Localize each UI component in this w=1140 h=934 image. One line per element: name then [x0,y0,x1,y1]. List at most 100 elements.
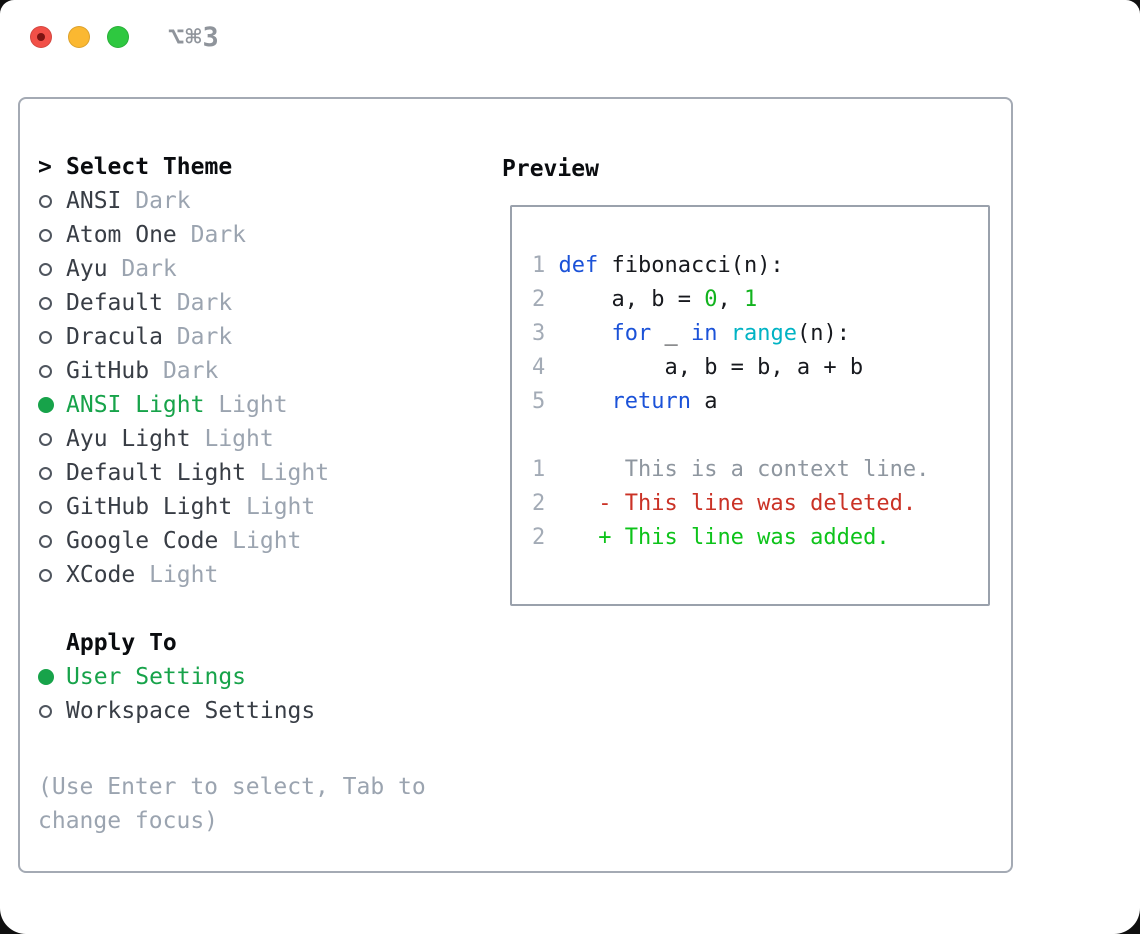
radio-icon [39,534,52,548]
select-theme-header: > Select Theme [38,150,467,184]
radio-marker [38,500,66,514]
radio-selected-icon [38,397,54,413]
theme-option[interactable]: GitHub Dark [38,354,467,388]
radio-marker [38,432,66,446]
close-button[interactable] [30,26,52,48]
theme-tag: Dark [190,222,247,248]
radio-icon [39,262,52,276]
token-del: - This line was deleted. [598,491,917,516]
token-plain [545,321,611,346]
radio-marker [38,262,66,276]
token-kw: def [558,253,599,278]
line-number: 2 [532,525,546,550]
radio-icon [39,466,52,480]
select-theme-title: Select Theme [66,154,233,180]
minimize-button[interactable] [68,26,90,48]
radio-marker [38,669,66,685]
apply-to-option[interactable]: User Settings [38,660,467,694]
token-plain [545,389,611,414]
line-number: 1 [532,253,546,278]
radio-icon [39,568,52,582]
window-titlebar: ⌥⌘3 [0,0,1140,72]
theme-option[interactable]: Atom One Dark [38,218,467,252]
theme-name: Ayu Light [66,426,191,452]
token-num: 1 [743,287,758,312]
token-plain [717,321,730,346]
radio-marker [38,534,66,548]
theme-tag: Dark [162,358,219,384]
theme-name: Ayu [66,256,108,282]
preview-box: 1 def fibonacci(n): 2 a, b = 0, 1 3 for … [510,205,990,606]
token-plain: (n): [796,321,850,346]
theme-name: GitHub Light [66,494,233,520]
apply-to-name: Workspace Settings [66,698,316,724]
theme-option[interactable]: XCode Light [38,558,467,592]
theme-option[interactable]: ANSI Light Light [38,388,467,422]
cursor-marker: > [38,154,66,180]
preview-header: Preview [502,156,599,182]
theme-name: Atom One [66,222,177,248]
radio-icon [39,500,52,514]
theme-tag: Light [149,562,219,588]
radio-marker [38,568,66,582]
radio-marker [38,466,66,480]
theme-tag: Light [204,426,274,452]
token-plain: a [690,389,718,414]
radio-icon [39,364,52,378]
apply-to-name: User Settings [66,664,247,690]
token-plain [545,491,598,516]
hint-text: (Use Enter to select, Tab to change focu… [38,774,426,834]
apply-to-option[interactable]: Workspace Settings [38,694,467,728]
radio-marker [38,296,66,310]
token-plain [545,253,558,278]
radio-icon [39,296,52,310]
radio-marker [38,704,66,718]
apply-to-title: Apply To [66,630,177,656]
apply-to-header: Apply To [38,626,467,660]
theme-option[interactable]: Default Light Light [38,456,467,490]
theme-name: XCode [66,562,136,588]
line-number: 1 [532,457,546,482]
radio-icon [39,704,52,718]
cursor-icon: > [38,154,52,180]
radio-marker [38,330,66,344]
token-plain: , [717,287,744,312]
radio-marker [38,194,66,208]
line-number: 5 [532,389,546,414]
theme-tag: Light [218,392,288,418]
token-kw: for [611,321,652,346]
radio-marker [38,397,66,413]
token-plain: _ [651,321,691,346]
token-plain: a, b = [545,287,705,312]
theme-option[interactable]: ANSI Dark [38,184,467,218]
radio-icon [39,432,52,446]
radio-marker [38,364,66,378]
theme-option[interactable]: GitHub Light Light [38,490,467,524]
theme-option[interactable]: Ayu Light Light [38,422,467,456]
theme-tag: Dark [135,188,191,214]
theme-name: ANSI Light [66,392,205,418]
token-num: 0 [704,287,718,312]
radio-marker [38,228,66,242]
line-number: 3 [532,321,546,346]
theme-tag: Light [259,460,330,486]
spacer [38,728,467,762]
theme-name: GitHub [66,358,150,384]
theme-name: ANSI [66,188,122,214]
theme-tag: Light [232,528,302,554]
theme-name: Default Light [66,460,247,486]
zoom-button[interactable] [107,26,129,48]
theme-tag: Light [246,494,316,520]
theme-tag: Dark [176,324,233,350]
token-plain: fibonacci(n): [598,253,784,278]
token-ctx: This is a context line. [545,457,930,482]
token-plain [545,525,598,550]
